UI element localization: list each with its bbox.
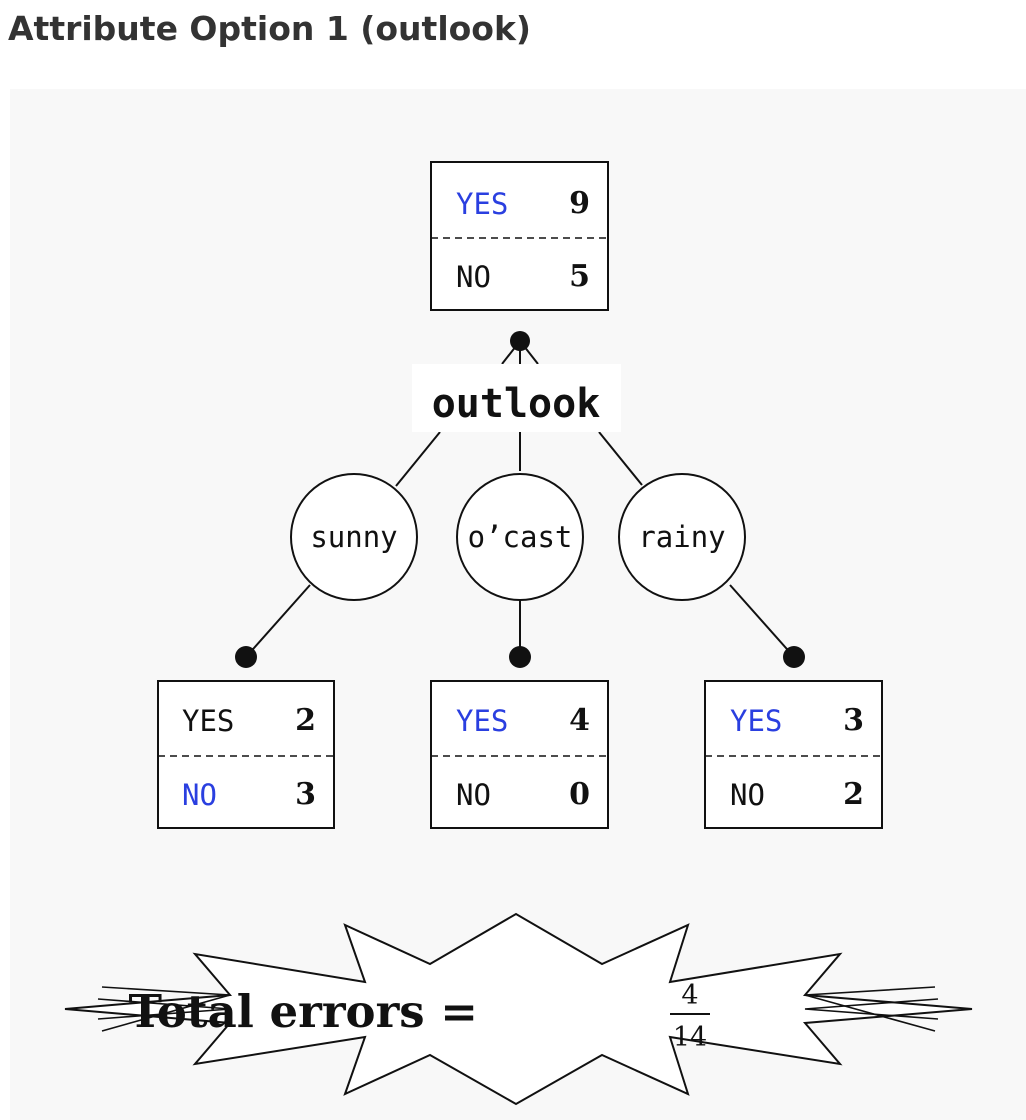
leaf-rainy-yes-label: YES <box>730 704 782 738</box>
leaf-sunny-yes-label: YES <box>182 704 234 738</box>
leaf-ocast-no-label: NO <box>456 778 491 812</box>
branch-value-ocast-label: o’cast <box>468 520 573 554</box>
decision-tree-figure: YES 9 NO 5 outlook sun <box>10 89 1026 1120</box>
page-title: Attribute Option 1 (outlook) <box>8 9 532 48</box>
branch-value-ocast: o’cast <box>456 473 584 601</box>
leaf-dot-rainy <box>783 646 805 668</box>
total-errors-starburst: Total errors = 4 14 <box>64 912 973 1106</box>
leaf-rainy-no-label: NO <box>730 778 765 812</box>
branch-value-rainy-label: rainy <box>638 520 725 554</box>
leaf-connector-dots <box>235 646 805 668</box>
root-no-count: 5 <box>569 259 590 294</box>
leaf-dot-sunny <box>235 646 257 668</box>
total-errors-label: Total errors = <box>128 985 478 1038</box>
leaf-sunny-yes-count: 2 <box>295 703 316 738</box>
root-arrow <box>501 331 539 365</box>
leaf-dot-ocast <box>509 646 531 668</box>
leaf-ocast-no-count: 0 <box>569 777 590 812</box>
branch-value-sunny-label: sunny <box>310 520 397 554</box>
leaf-sunny-no-label: NO <box>182 778 217 812</box>
leaf-ocast-yes-label: YES <box>456 704 508 738</box>
root-count-box: YES 9 NO 5 <box>430 161 609 311</box>
leaf-count-box-sunny: YES 2 NO 3 <box>157 680 335 829</box>
leaf-ocast-yes-count: 4 <box>569 703 590 738</box>
attribute-label: outlook <box>432 381 601 427</box>
root-no-label: NO <box>456 260 491 294</box>
branch-value-sunny: sunny <box>290 473 418 601</box>
leaf-rainy-yes-count: 3 <box>843 703 864 738</box>
leaf-sunny-no-count: 3 <box>295 777 316 812</box>
root-yes-count: 9 <box>569 186 590 221</box>
total-errors-numerator: 4 <box>681 980 698 1011</box>
decision-tree-diagram: YES 9 NO 5 outlook sun <box>64 161 973 1106</box>
branch-value-rainy: rainy <box>618 473 746 601</box>
root-yes-label: YES <box>456 187 508 221</box>
leaf-rainy-no-count: 2 <box>843 777 864 812</box>
leaf-count-box-rainy: YES 3 NO 2 <box>704 680 883 829</box>
total-errors-denominator: 14 <box>673 1022 707 1053</box>
leaf-count-box-ocast: YES 4 NO 0 <box>430 680 609 829</box>
attribute-node: outlook <box>412 364 621 432</box>
